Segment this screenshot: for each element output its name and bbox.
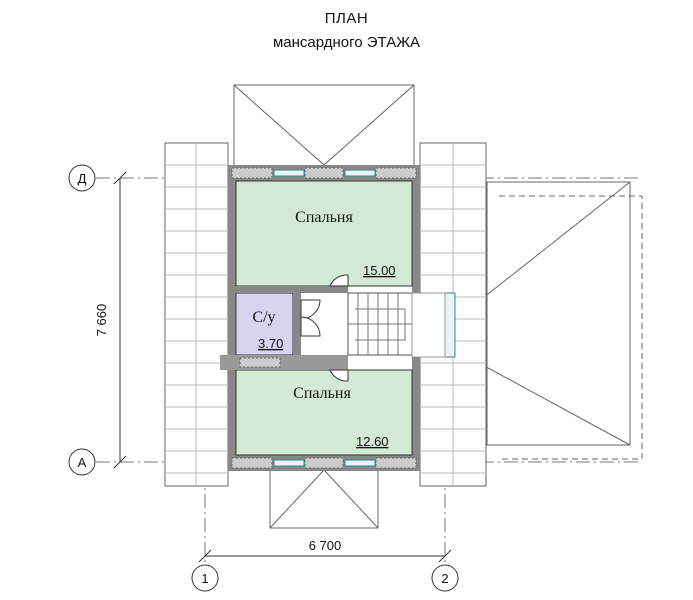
vertical-dimension: 7 660	[94, 171, 127, 469]
room-bedroom-2	[235, 369, 413, 456]
room-area-bedroom-1: 15.00	[363, 263, 396, 278]
top-wall	[228, 165, 420, 181]
room-bedroom-1	[235, 180, 413, 287]
bath-partition	[293, 293, 301, 355]
svg-text:А: А	[78, 455, 87, 470]
vertical-dimension-label: 7 660	[94, 304, 109, 337]
room-name-bedroom-2: Спальня	[293, 385, 351, 402]
svg-text:2: 2	[441, 571, 448, 586]
horizontal-dimension: 6 700	[198, 538, 452, 563]
left-inner-wall	[228, 181, 236, 455]
axis-marker-bottom: А	[68, 448, 96, 476]
doors	[300, 274, 349, 382]
right-inner-wall-bottom	[412, 357, 420, 455]
axis-marker-right: 2	[431, 564, 459, 592]
staircase	[347, 292, 413, 356]
partition-wall-bottom	[220, 355, 348, 370]
svg-text:Д: Д	[78, 171, 87, 186]
room-bathroom	[235, 292, 294, 356]
svg-text:1: 1	[201, 571, 208, 586]
side-window	[444, 292, 456, 358]
stair-landing	[411, 292, 446, 358]
axis-marker-top: Д	[68, 164, 96, 192]
axis-marker-left: 1	[191, 564, 219, 592]
bottom-gable	[269, 469, 379, 529]
top-gable	[233, 84, 415, 171]
room-area-bathroom: 3.70	[258, 336, 283, 351]
right-inner-wall-top	[412, 181, 420, 293]
plan-title: ПЛАН	[324, 10, 369, 27]
bottom-wall	[228, 455, 420, 471]
plan-subtitle: мансардного ЭТАЖА	[272, 34, 421, 51]
room-name-bedroom-1: Спальня	[295, 209, 353, 226]
left-brick-column	[164, 142, 229, 487]
room-name-bathroom: С/у	[252, 309, 275, 326]
partition-wall-top	[236, 286, 348, 293]
room-area-bedroom-2: 12.60	[356, 434, 389, 449]
horizontal-dimension-label: 6 700	[309, 538, 342, 553]
